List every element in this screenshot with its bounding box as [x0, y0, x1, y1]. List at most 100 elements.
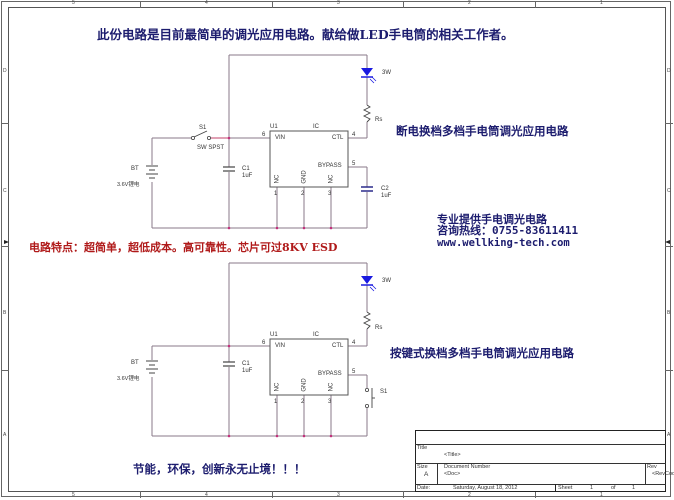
row-marker: D: [667, 68, 671, 74]
page-title: 此份电路是目前最简单的调光应用电路。献给做LED手电筒的相关工作者。: [97, 27, 514, 42]
ic-name-label: IC: [313, 124, 319, 130]
pin-bypass-label: BYPASS: [318, 371, 342, 377]
pin-number: 6: [262, 340, 266, 346]
border-tick: [272, 491, 273, 498]
sheet-inner-border: [8, 7, 666, 492]
rev-label: Rev: [647, 464, 657, 470]
sheet-label: Sheet: [558, 485, 573, 491]
pin-ctl-label: CTL: [332, 135, 344, 141]
rev-value: <RevCode>: [652, 471, 674, 477]
size-label: Size: [417, 464, 428, 470]
switch-type-label: SW SPST: [197, 145, 225, 151]
border-tick: [665, 123, 673, 124]
border-tick: [140, 1, 141, 8]
border-tick: [403, 1, 404, 8]
switch-ref-label: S1: [380, 389, 388, 395]
c2-ref-label: C2: [381, 186, 389, 192]
title-block-divider: [555, 484, 556, 492]
row-marker: C: [667, 188, 671, 194]
title-block-divider: [415, 444, 666, 445]
battery-ref-label: BT: [131, 360, 139, 366]
pin-number: 6: [262, 132, 266, 138]
title-value: <Title>: [444, 452, 461, 458]
switch-ref-label: S1: [199, 125, 207, 131]
title-block: [415, 430, 666, 492]
battery-ref-label: BT: [131, 166, 139, 172]
column-marker: 2: [468, 492, 471, 498]
border-tick: [403, 491, 404, 498]
border-tick: [1, 123, 9, 124]
title-block-divider: [437, 463, 438, 484]
border-tick: [535, 491, 536, 498]
pin-gnd-label: GND: [301, 378, 308, 392]
battery-value-label: 3.6V锂电: [117, 182, 140, 188]
title-block-divider: [415, 463, 666, 464]
ic-ref-label: U1: [270, 124, 278, 130]
battery-value-label: 3.6V锂电: [117, 376, 140, 382]
pin-nc1-label: NC: [274, 174, 281, 184]
c1-ref-label: C1: [242, 166, 250, 172]
row-marker: B: [667, 310, 671, 316]
border-tick: [140, 491, 141, 498]
contact-website-link[interactable]: www.wellking-tech.com: [437, 237, 570, 249]
features-text: 电路特点：超简单，超低成本。高可靠性。芯片可过8KV ESD: [29, 241, 338, 254]
pin-bypass-label: BYPASS: [318, 163, 342, 169]
pin-nc1-label: NC: [274, 382, 281, 392]
pin-vin-label: VIN: [275, 135, 286, 141]
contact-line1: 专业提供手电调光电路: [437, 213, 547, 226]
pin-number: 5: [352, 161, 356, 167]
sheet-number: 1: [590, 485, 594, 491]
contact-phone: 咨询热线：0755-83611411: [437, 224, 579, 237]
row-marker: A: [3, 432, 7, 438]
title-block-divider: [645, 463, 646, 484]
pin-number: 5: [352, 369, 356, 375]
border-tick: [665, 246, 673, 247]
column-marker: 1: [600, 0, 603, 6]
resistor-ref-label: Rs: [375, 325, 383, 331]
column-marker: 5: [72, 0, 75, 6]
c1-value-label: 1uF: [242, 173, 253, 179]
pin-vin-label: VIN: [275, 343, 286, 349]
title-label: Title: [417, 445, 428, 451]
row-marker: D: [3, 68, 7, 74]
date-label: Date:: [417, 485, 431, 491]
date-value: Saturday, August 18, 2012: [453, 485, 518, 491]
border-tick: [665, 370, 673, 371]
c2-value-label: 1uF: [381, 193, 392, 199]
pin-number: 4: [352, 340, 356, 346]
column-marker: 4: [205, 0, 208, 6]
title-block-divider: [415, 484, 666, 485]
size-value: A: [424, 471, 429, 478]
column-marker: 4: [205, 492, 208, 498]
row-marker: A: [667, 432, 671, 438]
ic-name-label: IC: [313, 332, 319, 338]
row-marker: B: [3, 310, 7, 316]
border-tick: [535, 1, 536, 8]
c1-value-label: 1uF: [242, 368, 253, 374]
column-marker: 1: [600, 492, 603, 498]
led-value-label: 3W: [382, 278, 391, 284]
ic-ref-label: U1: [270, 332, 278, 338]
led-value-label: 3W: [382, 70, 391, 76]
pin-number: 4: [352, 132, 356, 138]
border-tick: [1, 246, 9, 247]
column-marker: 3: [337, 492, 340, 498]
pin-gnd-label: GND: [301, 170, 308, 184]
doc-number-label: Document Number: [444, 464, 491, 470]
pin-number: 2: [301, 191, 305, 197]
pin-number: 3: [328, 399, 332, 405]
pin-nc2-label: NC: [328, 382, 335, 392]
row-marker: C: [3, 188, 7, 194]
pin-ctl-label: CTL: [332, 343, 344, 349]
slogan-text: 节能，环保，创新永无止境！！！: [133, 462, 306, 476]
column-marker: 3: [337, 0, 340, 6]
border-tick: [1, 370, 9, 371]
pin-number: 2: [301, 399, 305, 405]
border-tick: [272, 1, 273, 8]
pin-number: 1: [274, 399, 278, 405]
pin-number: 1: [274, 191, 278, 197]
circuit2-title: 按键式换档多档手电筒调光应用电路: [390, 346, 574, 360]
pin-nc2-label: NC: [328, 174, 335, 184]
